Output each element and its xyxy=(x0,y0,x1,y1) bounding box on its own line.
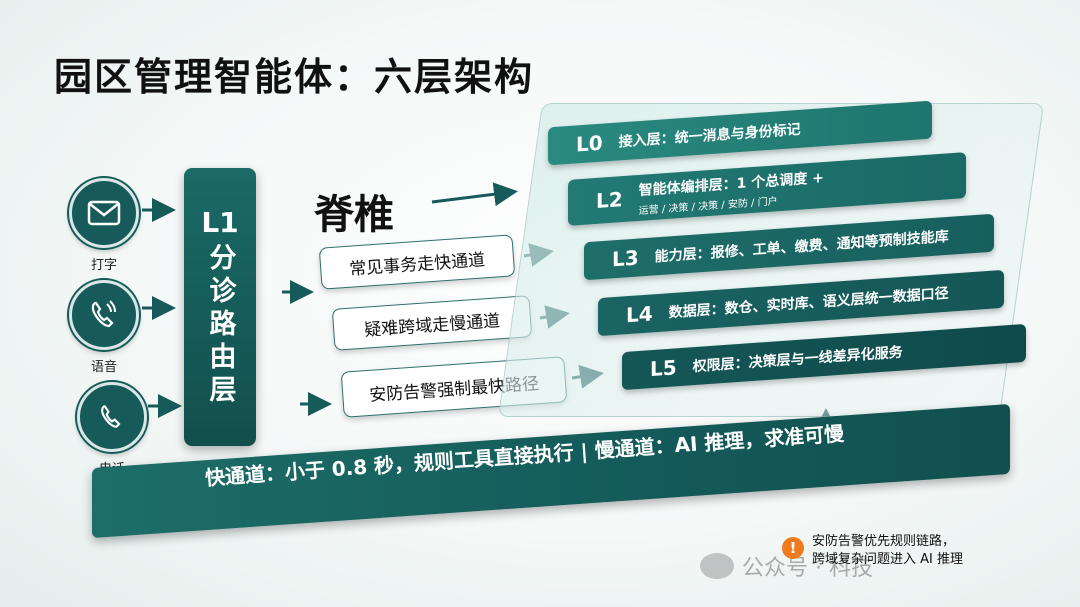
layer-code: L4 xyxy=(626,301,653,328)
wechat-icon xyxy=(700,553,734,579)
input-voice: 语音 xyxy=(64,280,144,375)
layer-desc-group: 智能体编排层：1 个总调度 + 运营 / 决策 / 决策 / 安防 / 门户 xyxy=(639,167,824,217)
input-typing: 打字 xyxy=(64,178,144,273)
layer-code: L5 xyxy=(650,355,677,382)
page-title: 园区管理智能体：六层架构 xyxy=(54,55,535,99)
input-phone: 电话 xyxy=(72,382,152,477)
warning-line-1: 安防告警优先规则链路， xyxy=(812,534,956,549)
layer-desc: 接入层：统一消息与身份标记 xyxy=(618,121,801,151)
input-label: 打字 xyxy=(90,258,117,273)
watermark: 公众号 · 科技 xyxy=(700,550,873,582)
warning-icon: ! xyxy=(782,537,804,559)
mail-icon xyxy=(69,178,139,248)
phone-wave-icon xyxy=(69,280,139,350)
routing-layer-l1: L1 分诊路由层 xyxy=(184,168,256,446)
spine-label: 脊椎 xyxy=(314,192,394,238)
layer-code: L3 xyxy=(612,245,639,272)
layer-desc: 权限层：决策层与一线差异化服务 xyxy=(692,344,903,376)
warning-note: ! 安防告警优先规则链路， 跨域复杂问题进入 AI 推理 xyxy=(782,533,963,569)
layer-code: L2 xyxy=(596,187,623,213)
router-code: L1 xyxy=(201,206,239,239)
layer-code: L0 xyxy=(576,130,603,157)
router-name: 分诊路由层 xyxy=(204,243,236,408)
warning-line-2: 跨域复杂问题进入 AI 推理 xyxy=(812,552,963,567)
watermark-text: 公众号 · 科技 xyxy=(742,556,873,581)
input-label: 语音 xyxy=(90,360,117,375)
phone-icon xyxy=(77,382,147,452)
